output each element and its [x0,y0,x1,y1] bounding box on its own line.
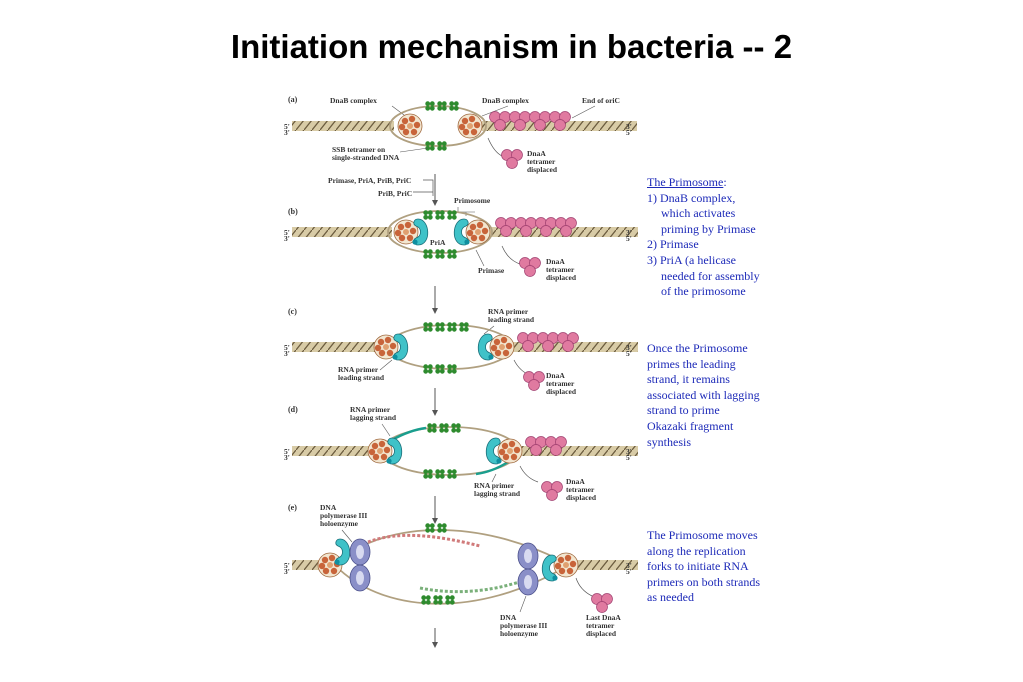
svg-text:5': 5' [284,447,290,456]
svg-text:5': 5' [626,567,632,576]
note-primosome-heading: The Primosome [647,175,724,189]
svg-text:5': 5' [626,234,632,243]
svg-text:3': 3' [626,228,632,237]
label-dnab-complex-right: DnaB complex [482,96,529,105]
label-ssb-2: single-stranded DNA [332,153,400,162]
panel-b: (b) Primosome 5' 3' 3' 5' PriA Primase D… [284,196,638,282]
svg-text:displaced: displaced [546,273,577,282]
arrow-a-b: Primase, PriA, PriB, PriC PriB, PriC [328,174,438,206]
svg-text:RNA primer: RNA primer [488,307,529,316]
svg-text:polymerase III: polymerase III [320,511,367,520]
dnab-complex-icon [457,113,483,139]
svg-text:holoenzyme: holoenzyme [500,629,539,638]
svg-text:displaced: displaced [546,387,577,396]
svg-text:3': 3' [284,128,290,137]
svg-text:RNA primer: RNA primer [338,365,379,374]
svg-text:polymerase III: polymerase III [500,621,547,630]
svg-text:5': 5' [284,228,290,237]
svg-text:displaced: displaced [566,493,597,502]
panel-c: (c) RNA primer leading strand 5' 3' 3' 5… [284,307,638,396]
svg-text:3': 3' [626,447,632,456]
svg-text:RNA primer: RNA primer [474,481,515,490]
svg-text:tetramer: tetramer [586,621,615,630]
dnaa-tetramer-icon [501,149,523,169]
svg-text:3': 3' [284,453,290,462]
svg-text:DnaA: DnaA [546,257,565,266]
svg-text:DNA: DNA [500,613,517,622]
svg-text:PriB, PriC: PriB, PriC [378,189,412,198]
label-pria: PriA [430,238,446,247]
panel-label-c: (c) [288,307,297,316]
svg-text:3': 3' [284,234,290,243]
svg-text:tetramer: tetramer [566,485,595,494]
label-primosome: Primosome [454,196,491,205]
svg-text:holoenzyme: holoenzyme [320,519,359,528]
svg-text:DnaA: DnaA [546,371,565,380]
replication-initiation-diagram: (a) DnaB complex DnaB complex End of ori… [284,95,638,648]
svg-text:lagging strand: lagging strand [474,489,521,498]
dnab-complex-icon [397,113,423,139]
svg-text:DnaA: DnaA [566,477,585,486]
page-title: Initiation mechanism in bacteria -- 2 [230,28,793,65]
svg-text:5': 5' [284,122,290,131]
svg-text:tetramer: tetramer [527,157,556,166]
note-primosome-moves: The Primosome moves along the replicatio… [647,528,760,605]
label-ssb-1: SSB tetramer on [332,145,386,154]
panel-label-b: (b) [288,207,298,216]
note-lagging-strand: Once the Primosome primes the leading st… [647,341,760,449]
svg-text:DnaA: DnaA [527,149,546,158]
svg-text:DNA: DNA [320,503,337,512]
svg-text:tetramer: tetramer [546,379,575,388]
svg-text:lagging strand: lagging strand [350,413,397,422]
panel-a: (a) DnaB complex DnaB complex End of ori… [284,95,637,174]
svg-text:leading strand: leading strand [338,373,385,382]
svg-text:3': 3' [626,561,632,570]
svg-text:5': 5' [284,343,290,352]
svg-text:RNA primer: RNA primer [350,405,391,414]
label-dnab-complex-left: DnaB complex [330,96,377,105]
replication-bubble [389,105,487,147]
label-primase: Primase [478,266,505,275]
note-primosome: The Primosome: 1) DnaB complex, which ac… [647,175,760,299]
svg-text:Primase, PriA, PriB, PriC: Primase, PriA, PriB, PriC [328,176,411,185]
panel-e: (e) DNA polymerase III holoenzyme 5' 3' … [284,503,638,638]
panel-label-d: (d) [288,405,298,414]
polymerase-icon [349,538,371,566]
svg-text:3': 3' [284,349,290,358]
svg-text:3': 3' [626,122,632,131]
svg-text:displaced: displaced [586,629,617,638]
svg-text:5': 5' [626,128,632,137]
svg-text:5': 5' [626,453,632,462]
svg-text:5': 5' [284,561,290,570]
svg-text:displaced: displaced [527,165,558,174]
panel-d: (d) RNA primer lagging strand 5' 3' 3' 5… [284,405,638,502]
svg-text:5': 5' [626,349,632,358]
svg-text:3': 3' [626,343,632,352]
dna-duplex-left [292,121,394,131]
svg-text:tetramer: tetramer [546,265,575,274]
svg-text:Last DnaA: Last DnaA [586,613,621,622]
label-end-oric: End of oriC [582,96,620,105]
svg-text:3': 3' [284,567,290,576]
panel-label-e: (e) [288,503,297,512]
panel-label-a: (a) [288,95,298,104]
svg-text:leading strand: leading strand [488,315,535,324]
